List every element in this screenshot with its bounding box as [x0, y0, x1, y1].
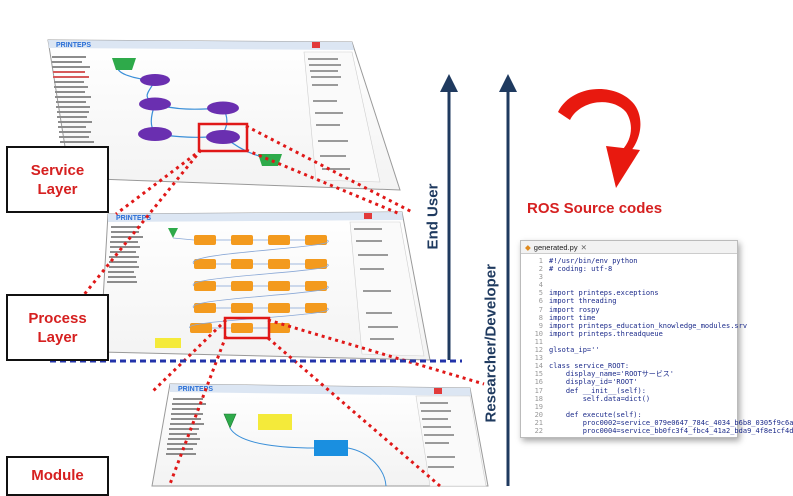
code-editor-tab[interactable]: ◆ generated.py ✕: [521, 241, 737, 254]
researcher-developer-label: Researcher/Developer: [482, 264, 500, 423]
service-logo: PRINTEPS: [56, 42, 91, 49]
diagram-canvas: PRINTEPS: [47, 39, 641, 488]
researcher-arrow: [499, 74, 517, 486]
service-layer-line2: Layer: [37, 180, 78, 198]
code-line: 15 display_name='ROOTサービス': [534, 370, 674, 379]
end-user-arrow: [440, 74, 458, 360]
code-line: 17 def __init__(self):: [534, 386, 646, 395]
module-layer-screenshot: PRINTEPS: [151, 383, 489, 487]
code-editor-window: ◆ generated.py ✕ 1#!/usr/bin/env python …: [520, 240, 793, 438]
curved-red-arrow: [558, 89, 641, 188]
code-line: 3: [538, 273, 543, 282]
code-line: 16 display_id='ROOT': [534, 378, 638, 387]
module-layer-line1: Module: [31, 467, 84, 484]
code-line: 11: [534, 337, 543, 346]
code-line: 18 self.data=dict(): [534, 394, 651, 403]
code-line: 20 def execute(self):: [534, 410, 642, 419]
service-layer-line1: Service: [30, 161, 85, 179]
python-file-icon: ◆: [525, 242, 531, 252]
code-editor-tab-label: generated.py: [533, 242, 578, 252]
code-line: 22 proc0004=service_bb0fc3f4_fbc4_41a2_b…: [534, 426, 793, 435]
process-layer-line1: Process: [28, 309, 87, 327]
code-line: 4: [538, 281, 543, 290]
code-line: 2# coding: utf-8: [538, 265, 613, 274]
code-line: 13: [534, 354, 543, 363]
service-layer-label: Service Layer: [6, 146, 109, 213]
process-layer-label: Process Layer: [6, 294, 109, 361]
service-highlight-box: [197, 122, 249, 153]
module-logo: PRINTEPS: [178, 386, 213, 393]
code-line: 21 proc0002=service_079e0647_784c_4034_b…: [534, 418, 793, 427]
service-layer-screenshot: PRINTEPS: [47, 39, 401, 191]
code-line: 1#!/usr/bin/env python: [538, 257, 638, 265]
process-layer-screenshot: PRINTEPS: [99, 211, 431, 361]
process-layer-line2: Layer: [37, 328, 78, 346]
process-logo: PRINTEPS: [116, 215, 151, 222]
code-lines: 1#!/usr/bin/env python 2# coding: utf-8 …: [521, 254, 793, 435]
close-icon[interactable]: ✕: [580, 242, 587, 252]
module-layer-label: Module: [6, 456, 109, 496]
end-user-label: End User: [424, 183, 442, 250]
process-highlight-box: [223, 316, 271, 340]
code-line: 19: [534, 402, 543, 411]
dotted-connectors: [68, 124, 485, 488]
ros-source-label: ROS Source codes: [527, 200, 663, 217]
